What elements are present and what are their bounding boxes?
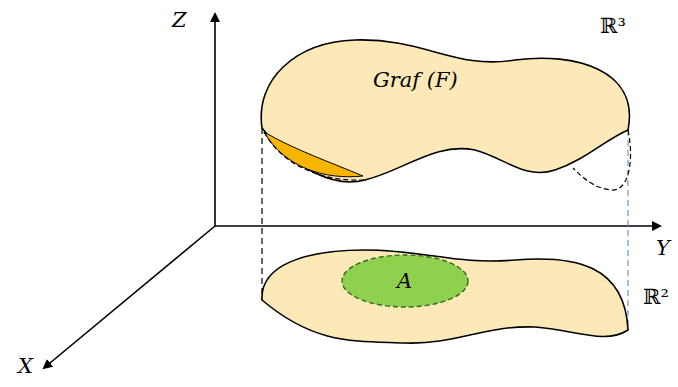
- space-label: ℝ³: [600, 16, 626, 37]
- domain-region: ℝ²A: [255, 235, 635, 350]
- projection-line: [261, 128, 262, 300]
- axis-label: X: [18, 356, 33, 377]
- graph-surface: Graf (F): [255, 30, 635, 200]
- node-label: Graf (F): [373, 70, 458, 91]
- x-axis: [44, 226, 215, 368]
- projection-line: [627, 130, 628, 330]
- node-label: A: [397, 271, 412, 292]
- graph-surface-outline: [255, 30, 635, 200]
- axis-label: Z: [172, 10, 187, 31]
- node-label: ℝ²: [643, 287, 669, 308]
- y-axis: [215, 225, 660, 227]
- z-axis: [214, 14, 216, 226]
- axis-label: Y: [656, 238, 670, 259]
- set-ellipse: A: [340, 253, 470, 309]
